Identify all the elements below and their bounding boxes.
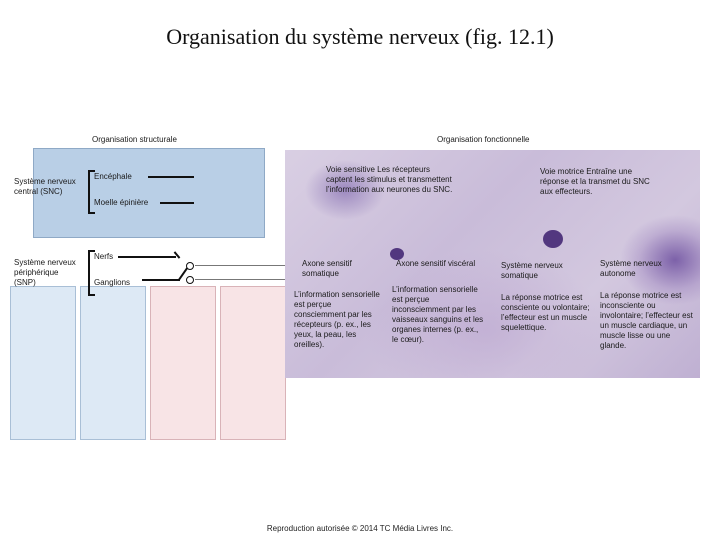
nerfs-line xyxy=(118,256,176,258)
junction-circle xyxy=(186,262,194,270)
functional-header: Organisation fonctionnelle xyxy=(437,135,530,144)
connector-line xyxy=(195,265,285,266)
snp-box-left xyxy=(10,286,76,440)
neuron-nucleus xyxy=(543,230,563,248)
structural-header: Organisation structurale xyxy=(92,135,177,144)
moelle-label: Moelle épinière xyxy=(94,198,149,207)
sn-autonome-label: Système nerveux autonome xyxy=(600,259,662,278)
axone-somatique-label: Axone sensitif somatique xyxy=(302,259,352,278)
encephale-label: Encéphale xyxy=(94,172,132,181)
snp-label: Système nerveux périphérique (SNP) xyxy=(14,258,76,287)
ganglions-line xyxy=(142,279,180,281)
desc-sn-somatique: La réponse motrice est consciente ou vol… xyxy=(501,293,590,332)
junction-circle xyxy=(186,276,194,284)
motor-box-1 xyxy=(150,286,216,440)
snc-bracket xyxy=(88,170,95,214)
snp-box-2 xyxy=(80,286,146,440)
desc-sn-autonome: La réponse motrice est inconsciente ou i… xyxy=(600,291,693,350)
snc-box xyxy=(33,148,265,238)
snc-label: Système nerveux central (SNC) xyxy=(14,177,76,196)
motor-box-2 xyxy=(220,286,286,440)
ganglions-label: Ganglions xyxy=(94,278,131,287)
desc-somatique: L’information sensorielle est perçue con… xyxy=(294,290,380,349)
encephale-line xyxy=(148,176,194,178)
desc-visceral: L’information sensorielle est perçue inc… xyxy=(392,285,484,344)
voie-sensitive-text: Voie sensitive Les récepteurs captent le… xyxy=(326,165,453,194)
neuron-nucleus xyxy=(390,248,404,260)
voie-motrice-text: Voie motrice Entraîne une réponse et la … xyxy=(540,167,650,196)
axone-visceral-label: Axone sensitif viscéral xyxy=(396,259,476,268)
moelle-line xyxy=(160,202,194,204)
snp-bracket xyxy=(88,250,95,296)
nerfs-label: Nerfs xyxy=(94,252,114,261)
neuron-micrograph xyxy=(285,150,700,378)
sn-somatique-label: Système nerveux somatique xyxy=(501,261,563,280)
page-title: Organisation du système nerveux (fig. 12… xyxy=(166,24,554,49)
connector-line xyxy=(195,279,285,280)
footer-copyright: Reproduction autorisée © 2014 TC Média L… xyxy=(266,524,454,533)
